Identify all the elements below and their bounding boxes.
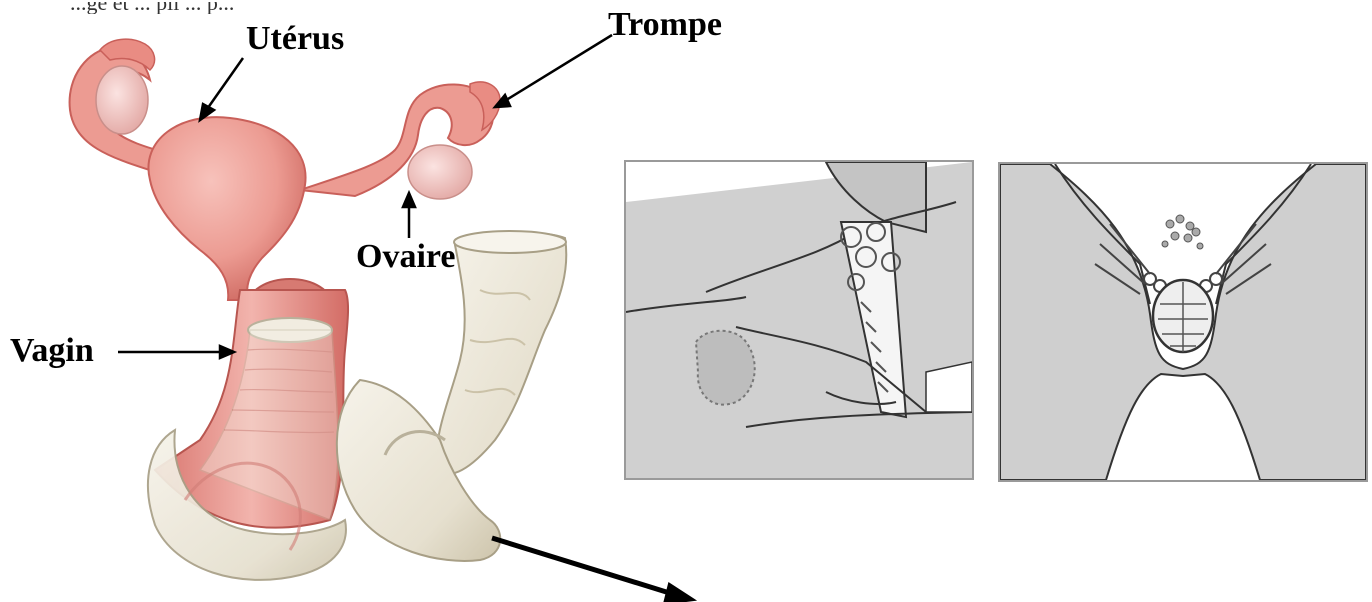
label-trompe: Trompe [608,8,722,42]
condom-pointer-arrow [492,538,690,602]
label-vagin: Vagin [10,334,94,368]
female-condom [337,231,566,561]
insertion-side-view [626,162,972,478]
left-ovary [96,66,148,134]
label-uterus: Utérus [246,22,344,56]
right-ovary [408,145,472,199]
insertion-front-view-panel [998,162,1368,482]
label-ovaire: Ovaire [356,240,455,274]
insertion-front-view [1000,164,1366,480]
uterus-body [148,117,305,300]
insertion-side-view-panel [624,160,974,480]
